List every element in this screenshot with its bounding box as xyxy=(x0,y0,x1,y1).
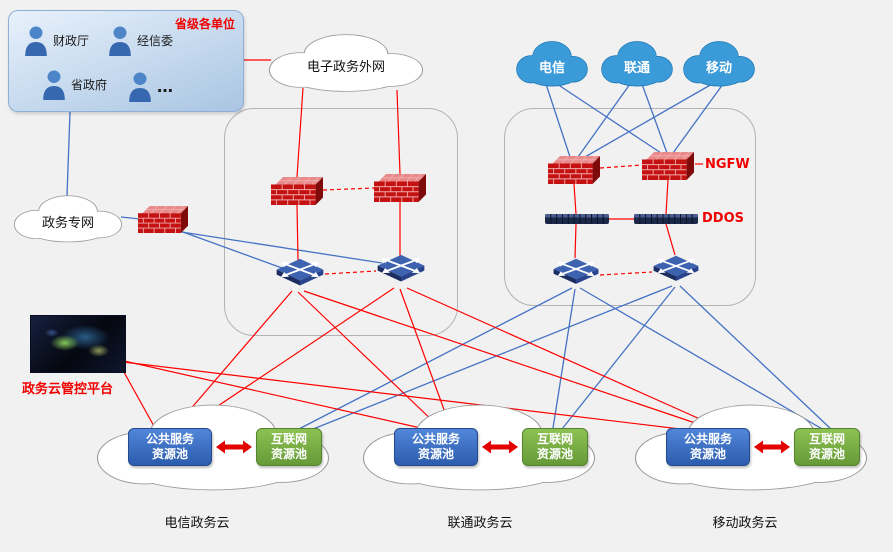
user-finance-dept: 财政厅 xyxy=(23,25,89,56)
cloud-isp-telecom-label: 电信 xyxy=(538,61,565,76)
person-icon xyxy=(23,25,49,56)
ddos-appliance-icon xyxy=(545,214,609,224)
cloud-isp-telecom: 电信 xyxy=(515,38,589,88)
management-platform-label: 政务云管控平台 xyxy=(22,382,114,397)
user-label: … xyxy=(157,77,173,96)
cloud-isp-mobile: 移动 xyxy=(682,38,756,88)
internet-pool: 互联网 资源池 xyxy=(522,428,588,466)
switch-icon xyxy=(552,258,600,291)
public-service-pool: 公共服务 资源池 xyxy=(666,428,750,466)
public-service-pool: 公共服务 资源池 xyxy=(394,428,478,466)
cloud-isp-unicom: 联通 xyxy=(600,38,674,88)
cloud-telecom-gov: 公共服务 资源池 互联网 资源池 xyxy=(92,398,334,494)
exchange-arrow-icon xyxy=(482,439,518,455)
exchange-arrow-icon xyxy=(754,439,790,455)
person-icon xyxy=(127,71,153,102)
ngfw-label: NGFW xyxy=(705,157,750,172)
user-economy-commission: 经信委 xyxy=(107,25,173,56)
person-icon xyxy=(107,25,133,56)
firewall-icon xyxy=(271,177,323,205)
gov-net-switch-icon xyxy=(138,206,188,233)
user-provincial-gov: 省政府 xyxy=(41,69,107,100)
exchange-arrow-icon xyxy=(216,439,252,455)
cloud-egov-extranet-label: 电子政务外网 xyxy=(306,60,385,75)
cloud-isp-mobile-label: 移动 xyxy=(705,61,732,76)
internet-pool: 互联网 资源池 xyxy=(256,428,322,466)
cloud-caption-mobile: 移动政务云 xyxy=(712,516,778,531)
ngfw-firewall-icon xyxy=(548,156,600,184)
cloud-isp-unicom-label: 联通 xyxy=(623,61,650,76)
ngfw-firewall-icon xyxy=(642,152,694,180)
egov-zone-container xyxy=(224,108,458,336)
user-more: … xyxy=(127,71,173,102)
provincial-units-box: 省级各单位 财政厅 经信委 省政府 … xyxy=(8,10,244,112)
internet-pool: 互联网 资源池 xyxy=(794,428,860,466)
cloud-egov-extranet: 电子政务外网 xyxy=(266,30,426,94)
switch-icon xyxy=(652,255,700,288)
ddos-label: DDOS xyxy=(702,211,744,226)
public-service-pool: 公共服务 资源池 xyxy=(128,428,212,466)
internet-zone-container xyxy=(504,108,756,306)
management-platform-image xyxy=(30,315,126,373)
ddos-appliance-icon xyxy=(634,214,698,224)
switch-icon xyxy=(275,258,325,293)
cloud-gov-private-net-label: 政务专网 xyxy=(41,216,94,231)
cloud-caption-telecom: 电信政务云 xyxy=(164,516,230,531)
cloud-mobile-gov: 公共服务 资源池 互联网 资源池 xyxy=(630,398,872,494)
cloud-gov-private-net: 政务专网 xyxy=(12,192,124,244)
switch-icon xyxy=(376,254,426,289)
person-icon xyxy=(41,69,67,100)
user-label: 经信委 xyxy=(137,34,174,48)
cloud-unicom-gov: 公共服务 资源池 互联网 资源池 xyxy=(358,398,600,494)
provincial-units-title: 省级各单位 xyxy=(174,17,235,31)
user-label: 财政厅 xyxy=(53,34,90,48)
user-label: 省政府 xyxy=(71,78,108,92)
firewall-icon xyxy=(374,174,426,202)
cloud-caption-unicom: 联通政务云 xyxy=(447,516,513,531)
